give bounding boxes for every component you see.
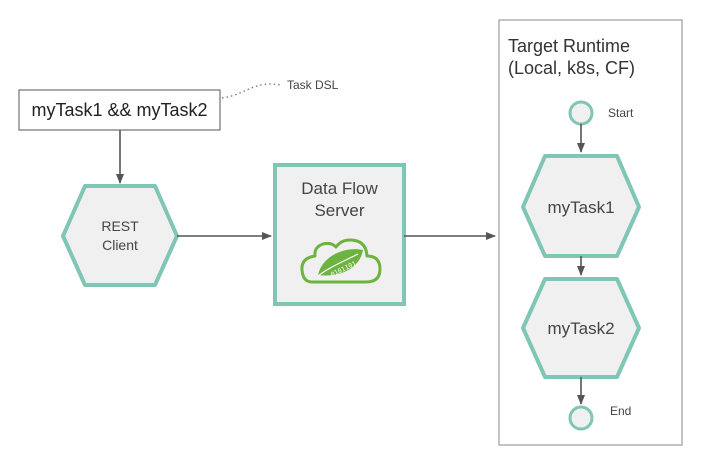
task1-node: myTask1 (521, 154, 641, 258)
runtime-title-line2: (Local, k8s, CF) (508, 58, 635, 78)
end-label: End (610, 404, 631, 418)
runtime-title-line1: Target Runtime (508, 36, 630, 56)
task2-label: myTask2 (547, 319, 614, 338)
task1-label: myTask1 (547, 198, 614, 217)
rest-client-node: REST Client (61, 184, 179, 287)
task-dsl-text: myTask1 && myTask2 (31, 100, 207, 120)
end-node (568, 405, 594, 431)
start-node (568, 100, 594, 126)
data-flow-server-node: Data Flow Server 0101101 (273, 163, 406, 306)
task-dsl-box: myTask1 && myTask2 (18, 89, 221, 131)
spring-cloud-logo: 0101101 (300, 238, 382, 284)
rest-client-label-line2: Client (102, 237, 138, 253)
rest-client-label-line1: REST (101, 218, 139, 234)
task-dsl-dotted-connector (221, 83, 281, 99)
task-dsl-note: Task DSL (287, 78, 339, 92)
server-label-line1: Data Flow (301, 179, 378, 198)
server-label-line2: Server (314, 201, 364, 220)
start-label: Start (608, 106, 634, 120)
task2-node: myTask2 (521, 277, 641, 379)
